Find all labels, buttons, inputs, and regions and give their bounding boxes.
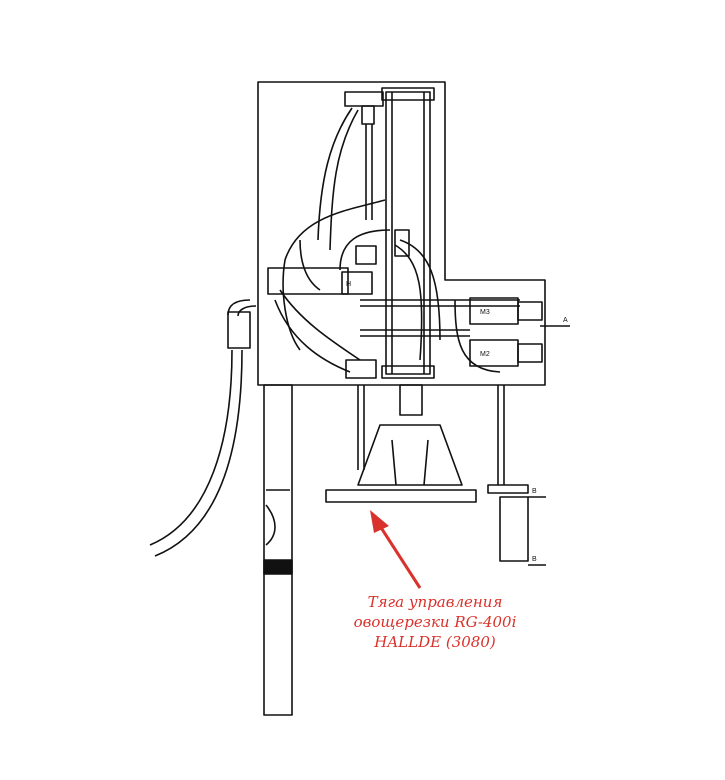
annotation-caption: Тяга управления овощерезки RG-400i HALLD… (330, 592, 540, 652)
label-relay-m2: M2 (480, 351, 490, 358)
label-section-a: A (563, 317, 568, 324)
label-section-b-top: B (532, 488, 537, 495)
base-cone (357, 424, 463, 486)
caption-line-3: HALLDE (3080) (374, 633, 496, 651)
label-relay-m3: M3 (480, 309, 490, 316)
solenoid-block (267, 267, 349, 295)
left-leg (263, 384, 293, 716)
relay-m2 (469, 339, 519, 367)
hose (149, 349, 233, 546)
annotation-arrow (370, 510, 422, 589)
housing-outline (257, 81, 546, 386)
label-section-b-bottom: B (532, 556, 537, 563)
top-valve (344, 91, 384, 107)
drive-cylinder (385, 91, 431, 375)
coupling (399, 384, 423, 416)
caption-line-1: Тяга управления (367, 593, 503, 611)
relay-m3 (469, 297, 519, 325)
base-plate (325, 489, 477, 503)
label-sensor-h: H (346, 281, 351, 288)
hose-coupling (227, 311, 251, 349)
schematic-linework (149, 81, 570, 716)
rod-bracket (499, 496, 529, 562)
caption-line-2: овощерезки RG-400i (353, 613, 517, 631)
